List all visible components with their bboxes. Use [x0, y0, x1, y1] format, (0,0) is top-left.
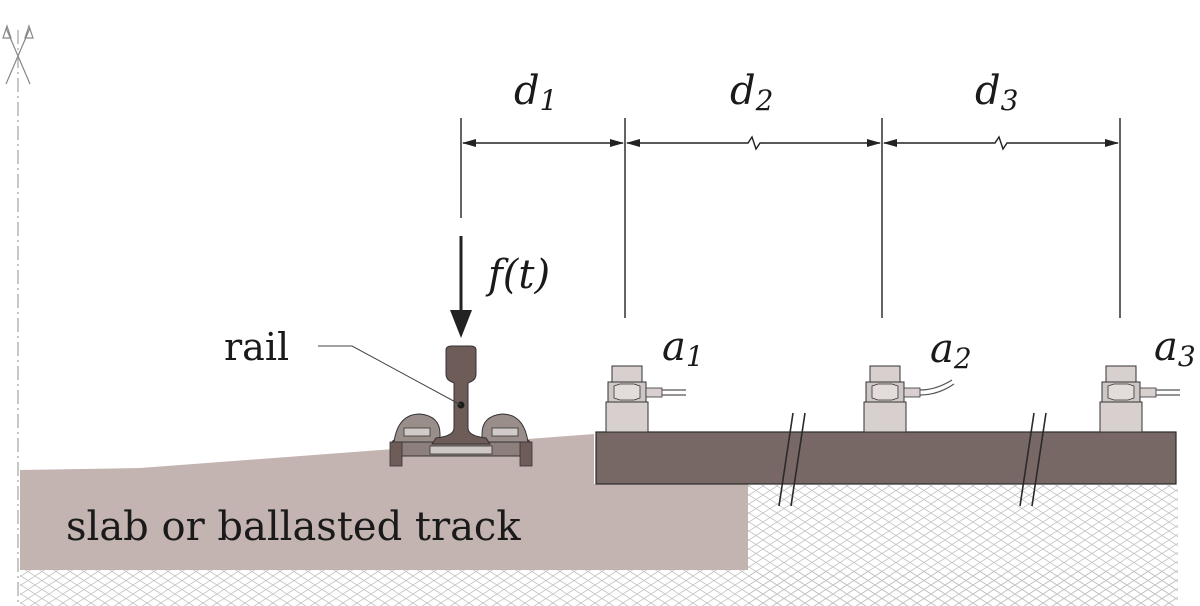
- soil-ground: [20, 485, 1178, 606]
- sensor-label-a3: a3: [1154, 324, 1196, 373]
- accelerometer-icon: [1099, 365, 1180, 433]
- sensor-label-a2: a2: [930, 326, 972, 375]
- symmetry-axis-icon: [2, 24, 34, 606]
- measurement-slab: [595, 412, 1177, 507]
- accelerometer-icon: [605, 365, 686, 433]
- track-label: slab or ballasted track: [66, 504, 521, 550]
- force-label: f(t): [485, 252, 550, 298]
- force-arrow-icon: [450, 236, 472, 338]
- dimension-label-d3: d3: [975, 68, 1018, 117]
- rail: [389, 345, 533, 467]
- dimension-lines: [460, 118, 1121, 318]
- sensor-label-a1: a1: [662, 324, 704, 373]
- track-body: [20, 434, 748, 570]
- dimension-label-d2: d2: [730, 68, 773, 117]
- accelerometer-icon: [863, 365, 955, 433]
- rail-label: rail: [224, 325, 289, 369]
- rail-leader-line: [318, 345, 462, 406]
- dimension-label-d1: d1: [514, 68, 557, 117]
